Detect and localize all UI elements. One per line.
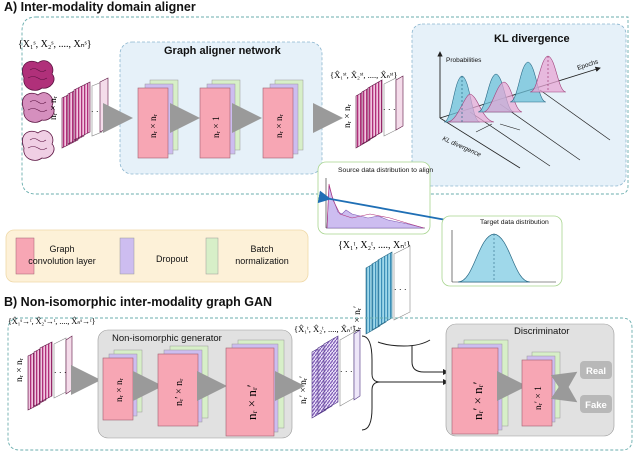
target-to-discriminator-arrow bbox=[411, 346, 449, 375]
section-a-frame bbox=[21, 16, 629, 195]
gen-layer-dim-label: nᵣ′ × nᵣ bbox=[174, 378, 185, 406]
input-matrix-stack: . . . bbox=[61, 77, 109, 149]
kl-panel bbox=[411, 23, 627, 187]
aligned-set-label: {X̂₁ˢᵗ, X̂₂ˢᵗ, ...., X̂ₙˢᵗ} bbox=[330, 69, 397, 80]
real-label: Real bbox=[586, 366, 606, 377]
brain-icon bbox=[22, 92, 55, 123]
aligner-gcn-layer-2: nᵣ × 1 bbox=[199, 79, 241, 159]
discriminator-title: Discriminator bbox=[514, 326, 569, 337]
generated-matrix-stack: . . . bbox=[311, 329, 361, 419]
real-output bbox=[580, 361, 612, 379]
source-distribution-label: Source data distribution to align bbox=[338, 167, 433, 174]
graph-aligner-title: Graph aligner network bbox=[164, 45, 282, 57]
disc-layer-dim-label: nᵣ′ × 1 bbox=[534, 386, 544, 410]
svg-text:. . .: . . . bbox=[394, 282, 407, 292]
gan-input-set-label: {X̂₁ˢ→ᵗ, X̂₂ˢ→ᵗ, ...., X̂ₙˢ→ᵗ} bbox=[8, 315, 96, 326]
target-matrix-stack: . . . bbox=[365, 245, 411, 335]
target-distribution-label: Target data distribution bbox=[480, 219, 549, 226]
input-dim-label: nᵣ × nᵣ bbox=[49, 96, 59, 120]
discriminator-gcn-layer-2: nᵣ′ × 1 bbox=[521, 351, 561, 427]
kl-title: KL divergence bbox=[494, 33, 570, 45]
legend-label-dropout: Dropout bbox=[156, 254, 189, 264]
svg-text:. . .: . . . bbox=[383, 102, 396, 112]
legend-item-batchnorm: Batch normalization bbox=[205, 237, 289, 275]
target-distribution-plot bbox=[451, 230, 556, 283]
layer-dim-label: nᵣ × 1 bbox=[212, 116, 222, 138]
fake-label: Fake bbox=[585, 400, 607, 411]
aligned-matrix-stack: . . . bbox=[355, 75, 404, 149]
disc-layer-dim-label: nᵣ′ × nᵣ′ bbox=[470, 381, 485, 420]
gen-layer-dim-label: nᵣ × nᵣ′ bbox=[244, 384, 259, 420]
svg-text:. . .: . . . bbox=[340, 364, 353, 374]
gan-input-matrix-stack: . . . bbox=[27, 335, 73, 411]
aligner-gcn-layer-3: nᵣ × nᵣ bbox=[262, 79, 304, 159]
target-set-label: {X₁ᵗ, X₂ᵗ, ...., Xₙᵗ} bbox=[338, 240, 411, 251]
section-b-frame bbox=[7, 317, 633, 451]
fake-output bbox=[580, 395, 612, 413]
section-b-title: B) Non-isomorphic inter-modality graph G… bbox=[4, 295, 272, 309]
legend-label-line: Batch bbox=[250, 244, 273, 254]
section-a-title: A) Inter-modality domain aligner bbox=[4, 0, 196, 14]
gan-output-dim-label: nᵣ′ × nᵣ′ bbox=[299, 376, 309, 404]
generator-title: Non-isomorphic generator bbox=[112, 333, 222, 344]
discriminator-gcn-layer-1: nᵣ′ × nᵣ′ bbox=[451, 339, 509, 435]
layer-dim-label: nᵣ × nᵣ bbox=[275, 114, 285, 138]
legend-swatch bbox=[119, 237, 135, 275]
generator-gcn-layer-1: nᵣ × nᵣ bbox=[102, 349, 143, 421]
svg-text:. . .: . . . bbox=[91, 104, 104, 114]
target-dim-label: nᵣ′ × nᵣ′ bbox=[353, 306, 363, 334]
gan-output-set-label: {X̂₁ᵗ, X̂₂ᵗ, ...., X̂ₙᵗ} bbox=[294, 323, 356, 334]
generator-gcn-layer-3: nᵣ × nᵣ′ bbox=[225, 339, 285, 437]
legend bbox=[5, 229, 309, 283]
aligner-gcn-layer-1: nᵣ × nᵣ bbox=[137, 79, 179, 159]
legend-label-line: Graph bbox=[49, 244, 74, 254]
legend-item-gcn: Graph convolution layer bbox=[15, 237, 96, 275]
gan-input-dim-label: nᵣ × nᵣ bbox=[15, 358, 25, 382]
generator-gcn-layer-2: nᵣ′ × nᵣ bbox=[157, 345, 209, 427]
gen-layer-dim-label: nᵣ × nᵣ bbox=[115, 378, 125, 402]
legend-item-dropout: Dropout bbox=[119, 237, 189, 275]
legend-label-line: convolution layer bbox=[28, 256, 96, 266]
flow-arrow bbox=[550, 378, 578, 403]
legend-swatch bbox=[15, 237, 35, 275]
legend-label-line: normalization bbox=[235, 256, 289, 266]
kl-plot: Probabilities Epochs KL divergence bbox=[437, 51, 611, 169]
output-brace bbox=[361, 335, 381, 431]
aligned-dim-label: nᵣ × nᵣ bbox=[343, 104, 353, 128]
brain-icon bbox=[22, 60, 55, 91]
brain-icon bbox=[22, 130, 55, 161]
target-brace bbox=[377, 339, 431, 347]
svg-text:. . .: . . . bbox=[54, 365, 67, 375]
source-set-label: {X₁ˢ, X₂ˢ, ...., Xₙˢ} bbox=[18, 39, 92, 50]
layer-dim-label: nᵣ × nᵣ bbox=[149, 114, 159, 138]
legend-swatch bbox=[205, 237, 219, 275]
kl-probabilities-label: Probabilities bbox=[446, 57, 482, 64]
